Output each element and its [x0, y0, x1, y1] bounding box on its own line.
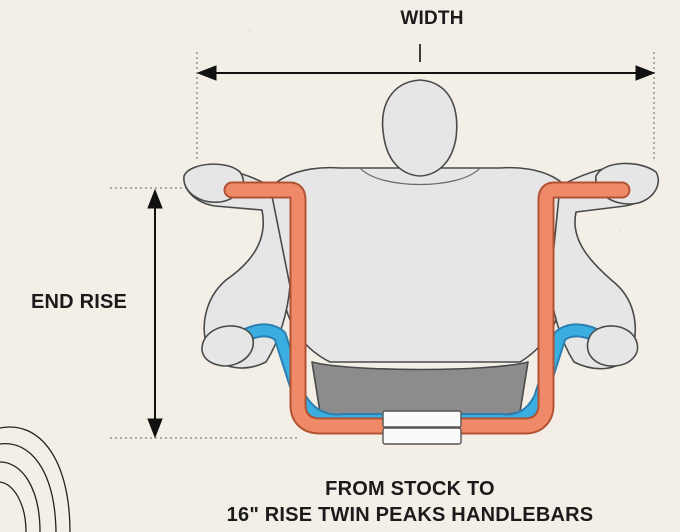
- rider-torso: [262, 168, 576, 362]
- caption: FROM STOCK TO 16" RISE TWIN PEAKS HANDLE…: [150, 476, 670, 528]
- end-rise-label: END RISE: [31, 291, 127, 314]
- caption-line-2: 16" RISE TWIN PEAKS HANDLEBARS: [150, 502, 670, 528]
- width-dimension-arrow: [198, 44, 654, 80]
- width-label: WIDTH: [352, 8, 512, 30]
- caption-line-1: FROM STOCK TO: [150, 476, 670, 502]
- rider-head: [383, 80, 457, 176]
- end-rise-dimension-arrow: [148, 190, 162, 437]
- rider-figure: [184, 80, 658, 420]
- tire-fragment: [0, 427, 70, 532]
- handlebar-riser-clamp: [383, 411, 461, 444]
